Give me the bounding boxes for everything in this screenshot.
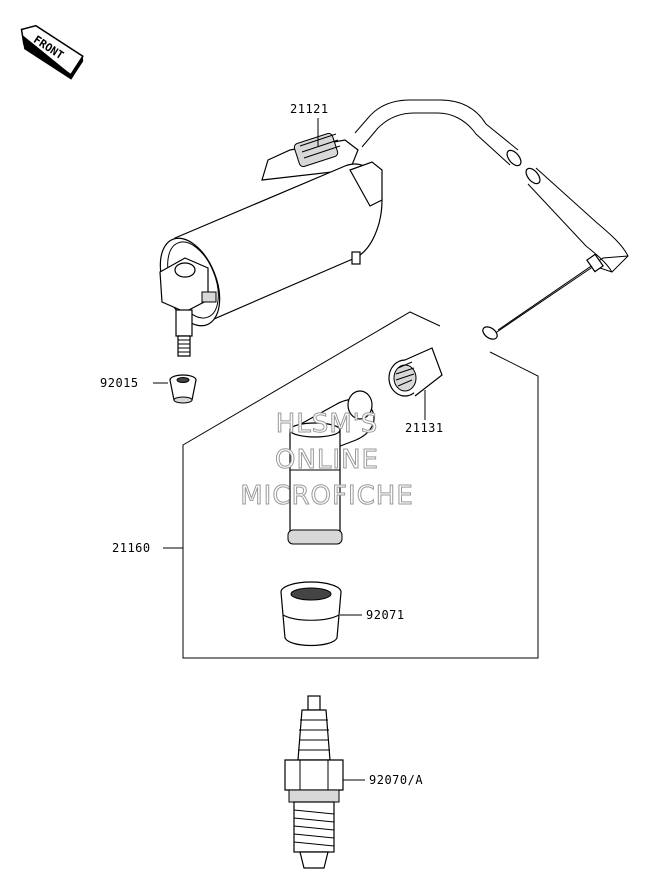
callout-92071: 92071 xyxy=(366,608,405,622)
callout-92015: 92015 xyxy=(100,376,139,390)
plug-cap xyxy=(287,390,375,545)
front-direction-arrow-icon: FRONT xyxy=(20,24,84,80)
assembly-frame xyxy=(182,311,539,659)
callout-21160: 21160 xyxy=(112,541,151,555)
watermark-line-2: ONLINE xyxy=(275,445,379,475)
callout-21131: 21131 xyxy=(405,421,444,435)
cap-nut xyxy=(169,374,197,404)
watermark-line-1: HLSM'S xyxy=(276,409,379,439)
watermark-line-3: MICROFICHE xyxy=(240,481,414,511)
callout-21121: 21121 xyxy=(290,102,329,116)
plug-boot xyxy=(280,581,342,647)
watermark: HLSM'S ONLINE MICROFICHE xyxy=(240,409,414,512)
spark-plug xyxy=(284,695,344,869)
high-tension-cable-cap xyxy=(388,347,443,397)
callout-92070a: 92070/A xyxy=(369,773,423,787)
high-tension-lead xyxy=(354,99,629,340)
ignition-coil xyxy=(159,132,383,357)
leader-lines xyxy=(153,118,426,781)
